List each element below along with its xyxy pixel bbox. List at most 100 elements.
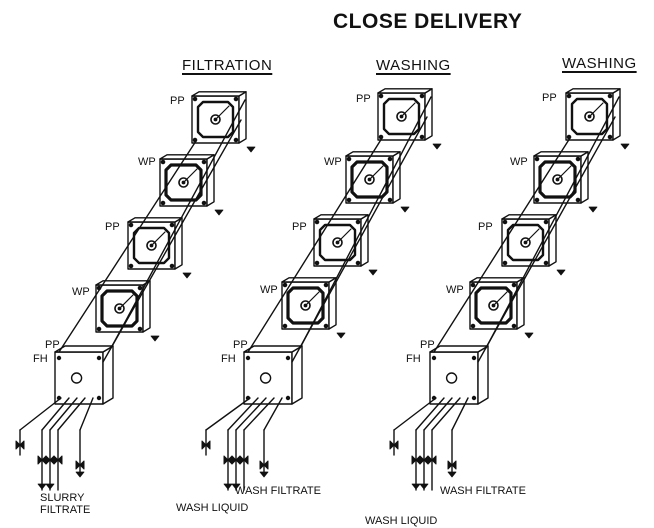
stage-2-plate-1-label: PP <box>356 93 371 105</box>
plate-chamber <box>196 100 235 139</box>
outlet-diagonal <box>415 397 445 431</box>
corner-port <box>346 156 352 162</box>
valve-body <box>427 455 437 465</box>
head-side <box>102 345 114 405</box>
corner-port <box>387 197 393 203</box>
corner-port <box>128 263 134 269</box>
plate-top <box>281 277 337 283</box>
stage-3-plate-1-label: PP <box>542 92 557 104</box>
head-face <box>429 351 479 405</box>
stage-1-valve-4 <box>53 451 63 465</box>
stage-3-head-label: FH <box>406 353 421 365</box>
outlet-diagonal <box>393 397 437 431</box>
stage-2-valve-4 <box>239 451 249 465</box>
corner-port <box>534 197 540 203</box>
flow-arrow <box>556 269 566 276</box>
stage-2-valve-1 <box>201 436 211 450</box>
stage-2-plate-2 <box>345 151 401 204</box>
plate-flow-line <box>182 168 198 184</box>
plate-top <box>191 91 247 97</box>
corner-port <box>192 96 198 102</box>
corner-port <box>607 93 613 99</box>
corner-port <box>502 219 508 225</box>
outlet-diagonal <box>235 397 267 431</box>
center-port <box>364 174 375 185</box>
stage-2-plate-5-label: PP <box>233 339 248 351</box>
pipes-layer <box>19 96 630 491</box>
center-port <box>520 237 531 248</box>
stage-2-flow-wash-filtrate: WASH FILTRATE <box>235 485 321 497</box>
corner-port <box>419 93 425 99</box>
stage-3-heading: WASHING <box>562 55 637 72</box>
plate-flow-line <box>150 231 166 247</box>
stage-1-plate-3 <box>127 217 183 270</box>
corner-port <box>419 134 425 140</box>
head-side <box>291 345 303 405</box>
flow-arrow <box>620 143 630 150</box>
stage-3-flow-wash-liquid: WASH LIQUID <box>365 515 438 527</box>
outlet-diagonal <box>431 397 461 431</box>
stage-2-outlets <box>205 397 283 491</box>
flow-arrow <box>214 209 224 216</box>
stage-1-plate-3-label: PP <box>105 221 120 233</box>
head-top <box>243 345 303 353</box>
stage-1-valve-1 <box>15 436 25 450</box>
flow-arrow <box>411 483 421 490</box>
head-top <box>429 345 489 353</box>
manifold-left <box>247 137 383 353</box>
corner-port <box>128 222 134 228</box>
corner-port <box>201 200 207 206</box>
outlet-diagonal <box>49 397 78 431</box>
stage-3-plate-1 <box>565 88 621 141</box>
center-port <box>552 174 563 185</box>
outlet-diagonal <box>227 397 259 431</box>
valve-body <box>259 460 269 470</box>
stage-2-head-label: FH <box>221 353 236 365</box>
corner-port <box>137 285 143 291</box>
valve-body <box>447 460 457 470</box>
plate-chamber <box>474 286 513 325</box>
corner-port <box>323 282 329 288</box>
center-port <box>178 177 189 188</box>
plate-top <box>533 151 589 157</box>
head-port <box>259 372 272 384</box>
head-bolt <box>471 395 477 401</box>
stage-1-manifold <box>58 99 256 363</box>
stage-1-valve-5 <box>75 456 85 470</box>
plate-flow-line <box>368 165 384 181</box>
stage-3-flow-wash-filtrate: WASH FILTRATE <box>440 485 526 497</box>
plate-flow-line <box>524 228 540 244</box>
stage-3-plate-3-label: PP <box>478 221 493 233</box>
stage-1-plate-1-label: PP <box>170 95 185 107</box>
stage-2-flow-wash-liquid: WASH LIQUID <box>176 502 249 514</box>
flow-arrow <box>223 483 233 490</box>
center-port <box>488 300 499 311</box>
plate-flow-line <box>214 105 230 121</box>
flow-arrow <box>150 335 160 342</box>
corner-port <box>543 219 549 225</box>
outlet-diagonal <box>263 397 283 431</box>
flow-arrow <box>419 483 429 490</box>
manifold-left <box>433 137 571 353</box>
page-title: CLOSE DELIVERY <box>333 10 523 33</box>
flow-arrow <box>588 206 598 213</box>
corner-port <box>169 263 175 269</box>
corner-port <box>575 156 581 162</box>
stage-2-plate-1 <box>377 88 433 141</box>
head-face <box>243 351 293 405</box>
stage-3-plate-5-label: PP <box>420 339 435 351</box>
outlet-diagonal <box>451 397 469 431</box>
plate-top <box>127 217 183 223</box>
stage-2-filter-head <box>243 345 303 405</box>
corner-port <box>137 326 143 332</box>
corner-port <box>575 197 581 203</box>
corner-port <box>378 93 384 99</box>
outlet-diagonal <box>79 397 94 431</box>
stage-2-plate-3 <box>313 214 369 267</box>
flow-arrow <box>259 471 269 478</box>
stage-2-manifold <box>247 96 442 363</box>
stage-1-plate-1 <box>191 91 247 144</box>
plate-flow-line <box>556 165 572 181</box>
plate-flow-line <box>118 294 134 310</box>
flow-arrow <box>336 332 346 339</box>
